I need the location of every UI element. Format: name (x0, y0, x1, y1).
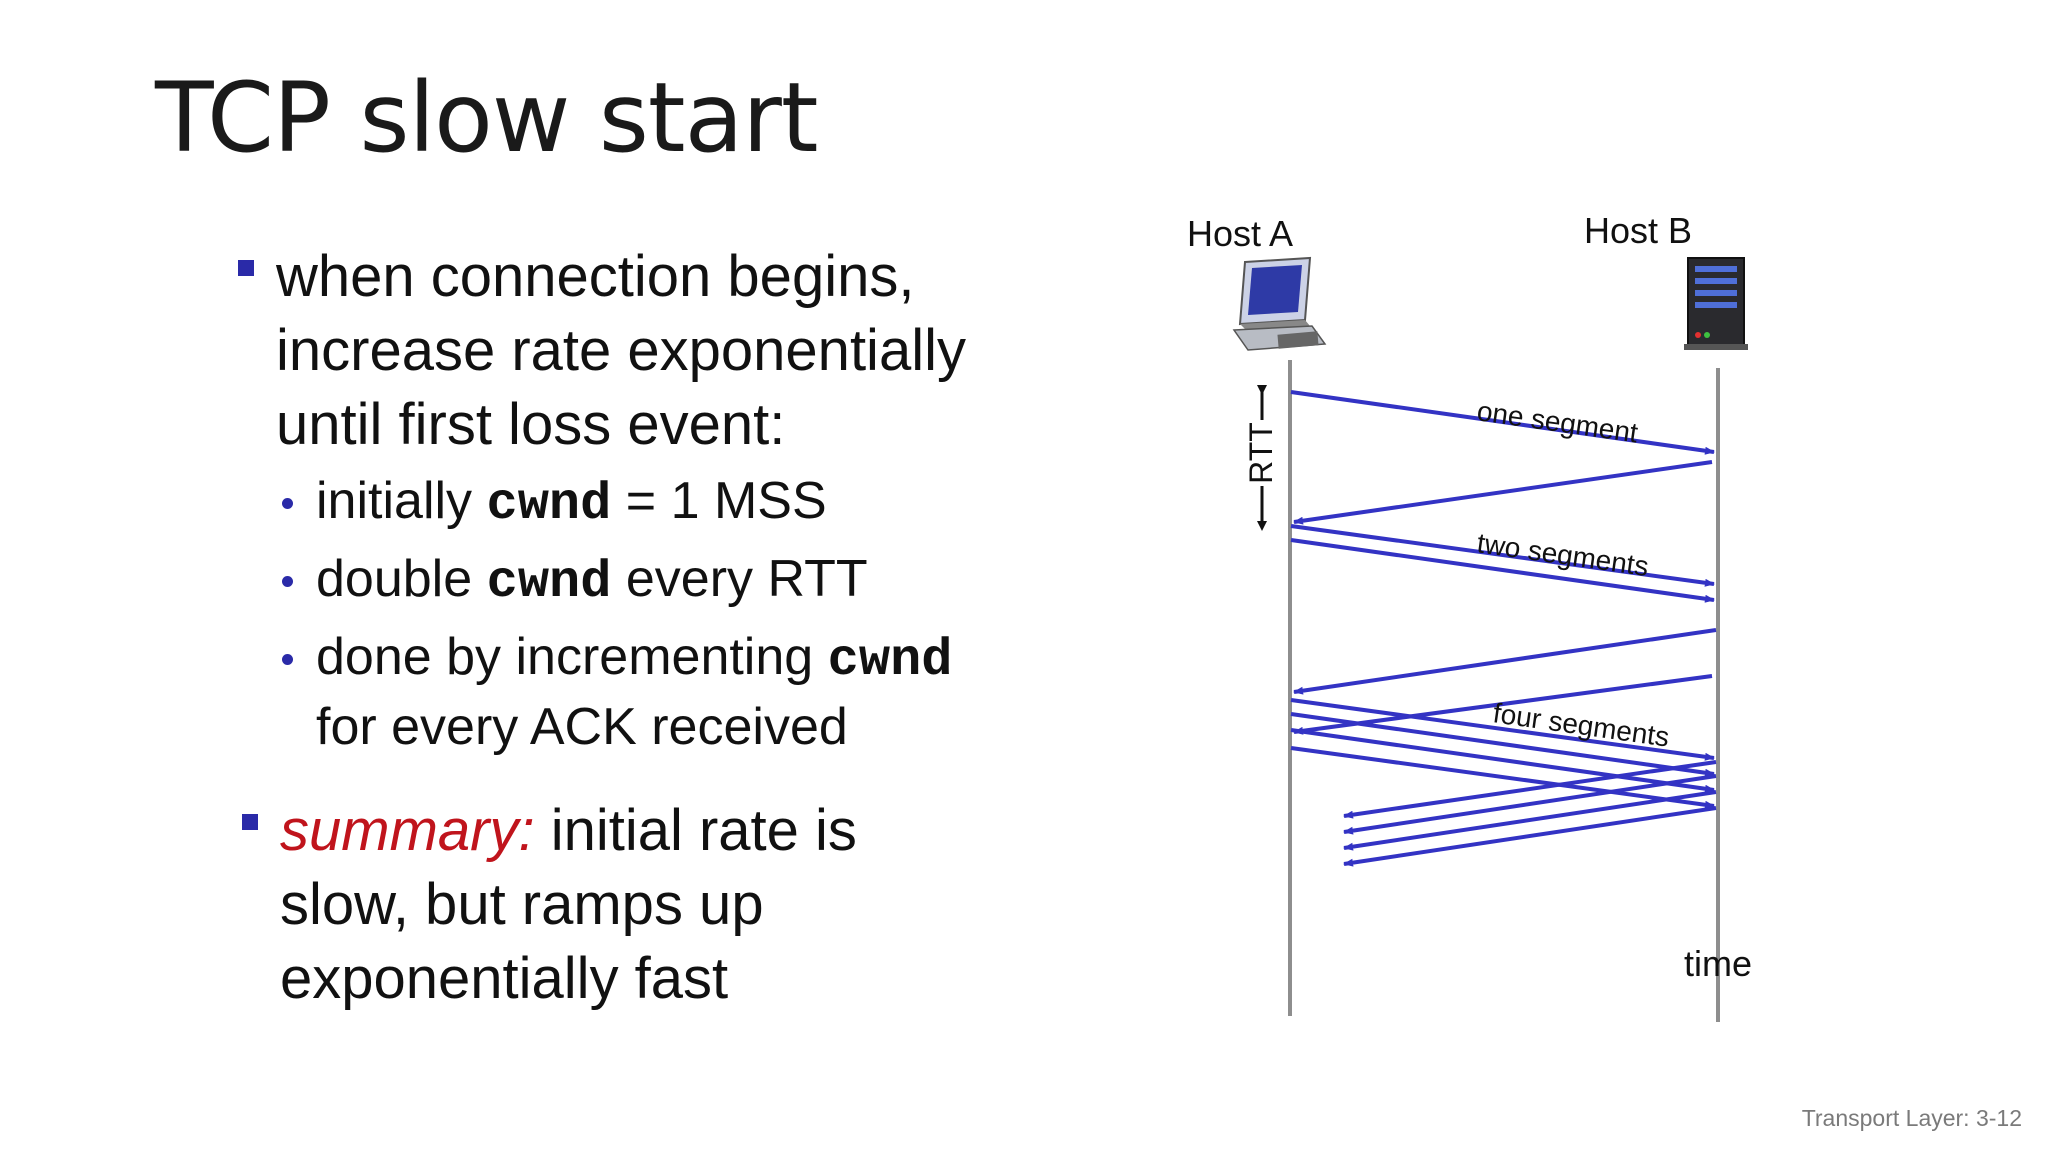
text: done by incrementing (316, 628, 828, 686)
arrow-four-segments-2 (1290, 712, 1715, 777)
bullet-line: slow, but ramps up (280, 872, 764, 937)
arrow-ack-2 (1293, 628, 1717, 695)
sub-bullet-initial-cwnd: initially cwnd = 1 MSS (276, 468, 1092, 538)
arrow-ack-7 (1343, 806, 1717, 867)
arrow-four-segments-1 (1290, 698, 1715, 761)
arrow-two-segments-2 (1290, 538, 1715, 603)
arrow-ack-1 (1293, 460, 1713, 525)
arrow-ack-6 (1343, 790, 1717, 851)
slide-footer: Transport Layer: 3-12 (1801, 1105, 2022, 1131)
bullet-summary: summary: initial rate is slow, but ramps… (236, 794, 1092, 1016)
bullet-line: exponentially fast (280, 946, 729, 1011)
rtt-indicator: RTT (1243, 385, 1279, 531)
code-cwnd: cwnd (486, 475, 612, 534)
bullet-connection-begins: when connection begins, increase rate ex… (232, 240, 1092, 462)
one-segment-label: one segment (1475, 395, 1640, 448)
summary-label: summary: (280, 798, 535, 863)
computer-icon (1232, 256, 1327, 351)
text: for every ACK received (316, 698, 848, 756)
text: every RTT (611, 550, 868, 608)
text: initial rate is (534, 798, 857, 863)
bullet-line: increase rate exponentially (276, 318, 966, 383)
bullet-line: when connection begins, (276, 244, 915, 309)
square-bullet-icon (242, 814, 258, 830)
sub-bullet-list: initially cwnd = 1 MSS double cwnd every… (276, 468, 1092, 760)
dot-bullet-icon (282, 576, 293, 587)
text: = 1 MSS (611, 472, 827, 530)
arrow-one-segment (1290, 390, 1715, 455)
time-label: time (1684, 943, 1752, 984)
host-a-label: Host A (1187, 213, 1293, 254)
bullet-list: when connection begins, increase rate ex… (232, 240, 1092, 1016)
slide-title: TCP slow start (155, 62, 818, 174)
host-b-label: Host B (1584, 210, 1692, 251)
text: initially (316, 472, 487, 530)
arrow-two-segments-1 (1290, 524, 1715, 587)
sub-bullet-incrementing: done by incrementing cwnd for every ACK … (276, 624, 1092, 760)
code-cwnd: cwnd (486, 553, 612, 612)
bullet-line: until first loss event: (276, 392, 786, 457)
arrow-four-segments-4 (1290, 746, 1715, 809)
dot-bullet-icon (282, 654, 293, 665)
sub-bullet-double-cwnd: double cwnd every RTT (276, 546, 1092, 616)
arrow-ack-4 (1343, 760, 1717, 819)
rtt-label: RTT (1243, 422, 1279, 484)
text: double (316, 550, 487, 608)
server-icon (1684, 257, 1748, 350)
two-segments-label: two segments (1475, 527, 1650, 582)
arrow-four-segments-3 (1290, 728, 1715, 793)
segment-arrows (1290, 390, 1717, 867)
arrow-ack-5 (1343, 774, 1717, 835)
square-bullet-icon (238, 260, 254, 276)
code-cwnd: cwnd (827, 631, 953, 690)
dot-bullet-icon (282, 498, 293, 509)
